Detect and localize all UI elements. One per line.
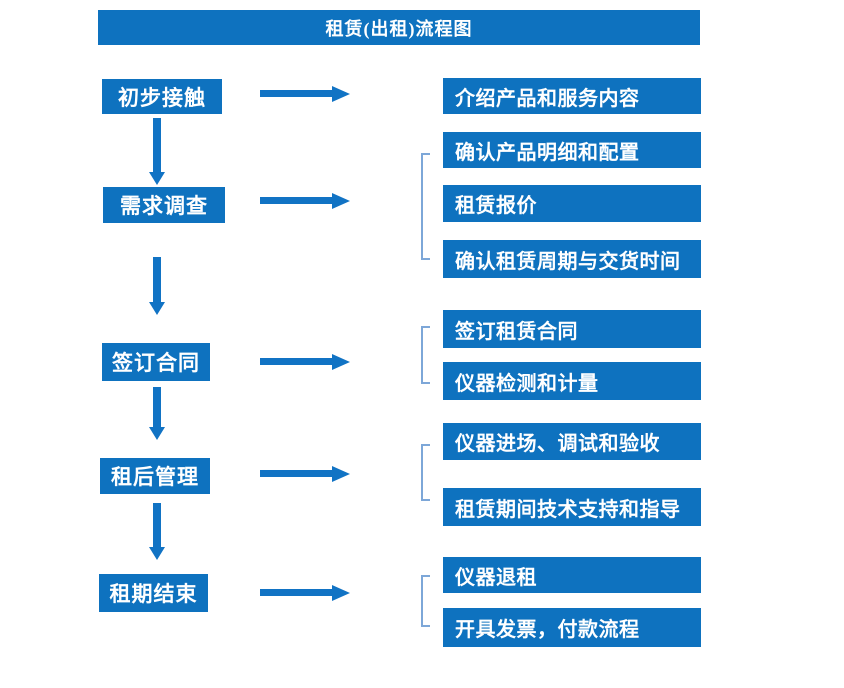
arrow-head xyxy=(149,172,165,185)
arrow-head xyxy=(332,585,350,601)
step-box-rental-end: 租期结束 xyxy=(99,574,208,612)
bracket-connector xyxy=(421,444,430,501)
right-arrow-icon xyxy=(260,86,350,102)
arrow-shaft xyxy=(260,470,332,477)
arrow-shaft xyxy=(260,358,332,365)
detail-box-sign-rental-contract: 签订租赁合同 xyxy=(443,310,701,348)
arrow-shaft xyxy=(153,257,161,302)
right-arrow-icon xyxy=(260,354,350,370)
detail-box-intro-products: 介绍产品和服务内容 xyxy=(443,78,701,114)
arrow-shaft xyxy=(260,589,332,596)
arrow-head xyxy=(332,193,350,209)
arrow-shaft xyxy=(153,503,161,547)
detail-box-instrument-testing: 仪器检测和计量 xyxy=(443,362,701,400)
step-box-post-rental-mgmt: 租后管理 xyxy=(100,458,210,494)
flowchart-title: 租赁(出租)流程图 xyxy=(98,10,700,45)
right-arrow-icon xyxy=(260,466,350,482)
down-arrow-icon xyxy=(149,387,166,440)
detail-box-tech-support: 租赁期间技术支持和指导 xyxy=(443,488,701,526)
right-arrow-icon xyxy=(260,585,350,601)
arrow-head xyxy=(149,302,165,315)
arrow-shaft xyxy=(153,118,161,172)
arrow-shaft xyxy=(260,90,332,97)
arrow-shaft xyxy=(153,387,161,427)
down-arrow-icon xyxy=(149,257,166,315)
arrow-head xyxy=(332,86,350,102)
arrow-head xyxy=(332,354,350,370)
detail-box-instrument-setup: 仪器进场、调试和验收 xyxy=(443,423,701,460)
right-arrow-icon xyxy=(260,193,350,209)
bracket-connector xyxy=(421,326,430,384)
step-box-sign-contract: 签订合同 xyxy=(102,343,210,381)
arrow-head xyxy=(149,427,165,440)
arrow-shaft xyxy=(260,197,332,204)
down-arrow-icon xyxy=(149,118,166,185)
detail-box-confirm-period: 确认租赁周期与交货时间 xyxy=(443,240,701,278)
detail-box-invoice-payment: 开具发票，付款流程 xyxy=(443,608,701,647)
down-arrow-icon xyxy=(149,503,166,560)
detail-box-rental-quote: 租赁报价 xyxy=(443,185,701,222)
bracket-connector xyxy=(421,575,430,627)
detail-box-instrument-return: 仪器退租 xyxy=(443,557,701,593)
arrow-head xyxy=(332,466,350,482)
arrow-head xyxy=(149,547,165,560)
detail-box-confirm-config: 确认产品明细和配置 xyxy=(443,132,701,168)
step-box-demand-survey: 需求调查 xyxy=(103,187,225,223)
step-box-initial-contact: 初步接触 xyxy=(102,79,222,114)
bracket-connector xyxy=(421,153,430,260)
